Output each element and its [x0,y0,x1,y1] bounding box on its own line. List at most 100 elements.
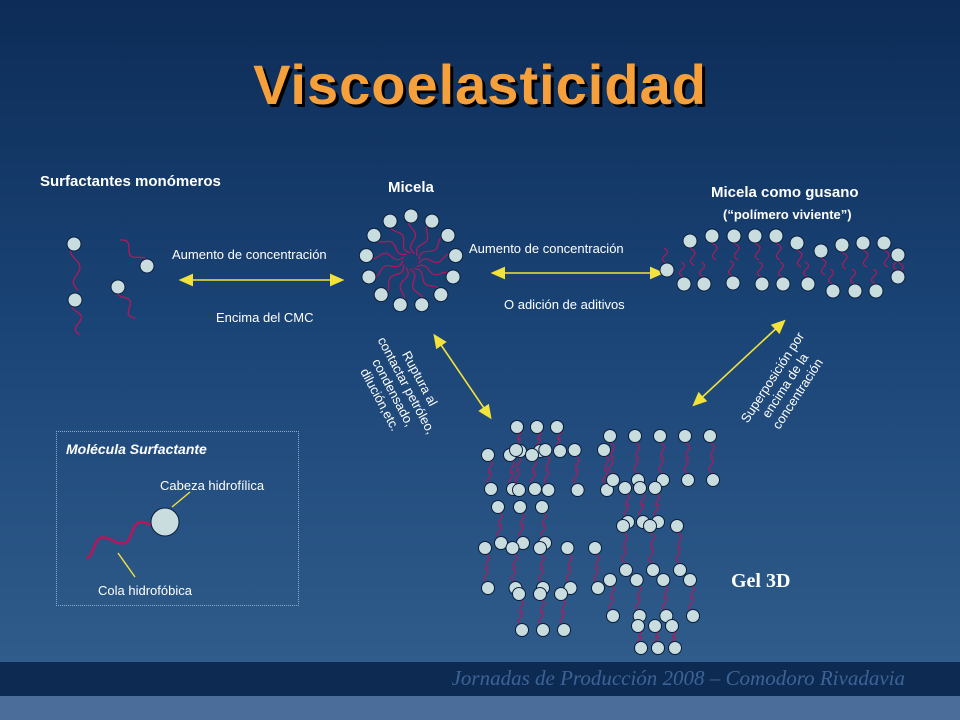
surfactant-head [665,619,679,633]
surfactant-head [533,541,547,555]
surfactant-head [747,228,763,244]
surfactant-head [890,247,906,263]
surfactant-head [775,276,791,292]
label-worm-subtitle: (“polímero viviente”) [723,207,852,222]
molecule-box-title: Molécula Surfactante [66,441,207,457]
surfactant-head [366,227,382,243]
surfactant-head [648,619,662,633]
surfactant-head [509,443,523,457]
surfactant-head [392,297,408,313]
surfactant-head [533,587,547,601]
label-hydrophilic-head: Cabeza hidrofílica [160,478,265,493]
surfactant-head [382,213,398,229]
surfactant-head [440,227,456,243]
surfactant-head [424,213,440,229]
surfactant-head [696,276,712,292]
surfactant-head [726,228,742,244]
surfactant-head [570,483,585,497]
double-arrow [433,333,492,420]
surfactant-head [358,248,374,264]
surfactant-head [678,429,692,443]
label-monomers: Surfactantes monómeros [40,173,221,190]
surfactant-head [659,262,675,278]
surfactant-head [813,243,829,259]
surfactant-head [768,228,784,244]
surfactant-head [588,541,602,555]
surfactant-head [512,587,526,601]
surfactant-head [139,258,155,274]
molecule-tail [85,520,152,560]
surfactant-head [433,287,449,303]
surfactant-head [706,473,720,487]
surfactant-head [703,429,717,443]
surfactant-head [683,573,697,587]
footer-strip [0,696,960,720]
surfactant-head [494,536,508,550]
surfactant-head [373,287,389,303]
label-worm-micelle: Micela como gusano [711,184,859,201]
surfactant-head [648,481,662,495]
surfactant-head [505,541,520,555]
surfactant-head [825,283,841,299]
surfactant-head [890,269,906,285]
surfactant-head [646,563,660,577]
surfactant-head [628,429,642,443]
surfactant-head [603,429,617,443]
surfactant-head [634,641,648,655]
surfactant-head [481,448,495,462]
surfactant-head [414,297,430,313]
surfactant-head [676,276,692,292]
surfactant-head [67,292,83,308]
label-gel-3d: Gel 3D [731,570,791,592]
surfactant-head [686,609,700,623]
surfactant-head [541,483,556,497]
label-arrow1-top: Aumento de concentración [172,247,327,262]
slide-title: Viscoelasticidad [253,53,707,116]
surfactant-head [834,237,850,253]
surfactant-head [510,420,524,434]
surfactant-head [616,519,630,533]
pointer-head [171,491,191,508]
surfactant-head [704,228,720,244]
surfactant-head [513,500,527,514]
pointer-tail [117,552,136,578]
surfactant-head [876,235,892,251]
label-arrow2-top: Aumento de concentración [469,241,624,256]
surfactant-head [653,429,667,443]
double-arrow [692,319,786,407]
surfactant-head [673,563,687,577]
surfactant-head [670,519,684,533]
surfactant-head [448,248,464,264]
surfactant-head [554,587,568,601]
label-arrow1-bottom: Encima del CMC [216,310,314,325]
surfactant-head [631,619,645,633]
surfactant-head [445,269,461,285]
surfactant-head [403,208,419,224]
surfactant-head [150,507,180,537]
footer-band [0,662,960,696]
surfactant-head [643,519,657,533]
surfactant-head [618,481,632,495]
surfactant-head [682,233,698,249]
surfactant-head [66,236,82,252]
surfactant-head [478,541,492,555]
surfactant-head [754,276,770,292]
surfactant-head [491,500,505,514]
label-micela: Micela [388,179,434,196]
surfactant-head [656,573,671,587]
surfactant-head [530,420,544,434]
surfactant-head [484,482,498,496]
surfactant-head [550,420,564,434]
surfactant-head [681,473,695,487]
surfactant-head [525,448,539,462]
surfactant-head [567,443,582,457]
surfactant-head [512,483,526,497]
surfactant-head [557,623,571,637]
surfactant-head [536,623,550,637]
surfactant-head [868,283,884,299]
surfactant-head [789,235,805,251]
surfactant-head [629,573,644,587]
label-hydrophobic-tail: Cola hidrofóbica [98,583,192,598]
surfactant-head [515,623,529,637]
